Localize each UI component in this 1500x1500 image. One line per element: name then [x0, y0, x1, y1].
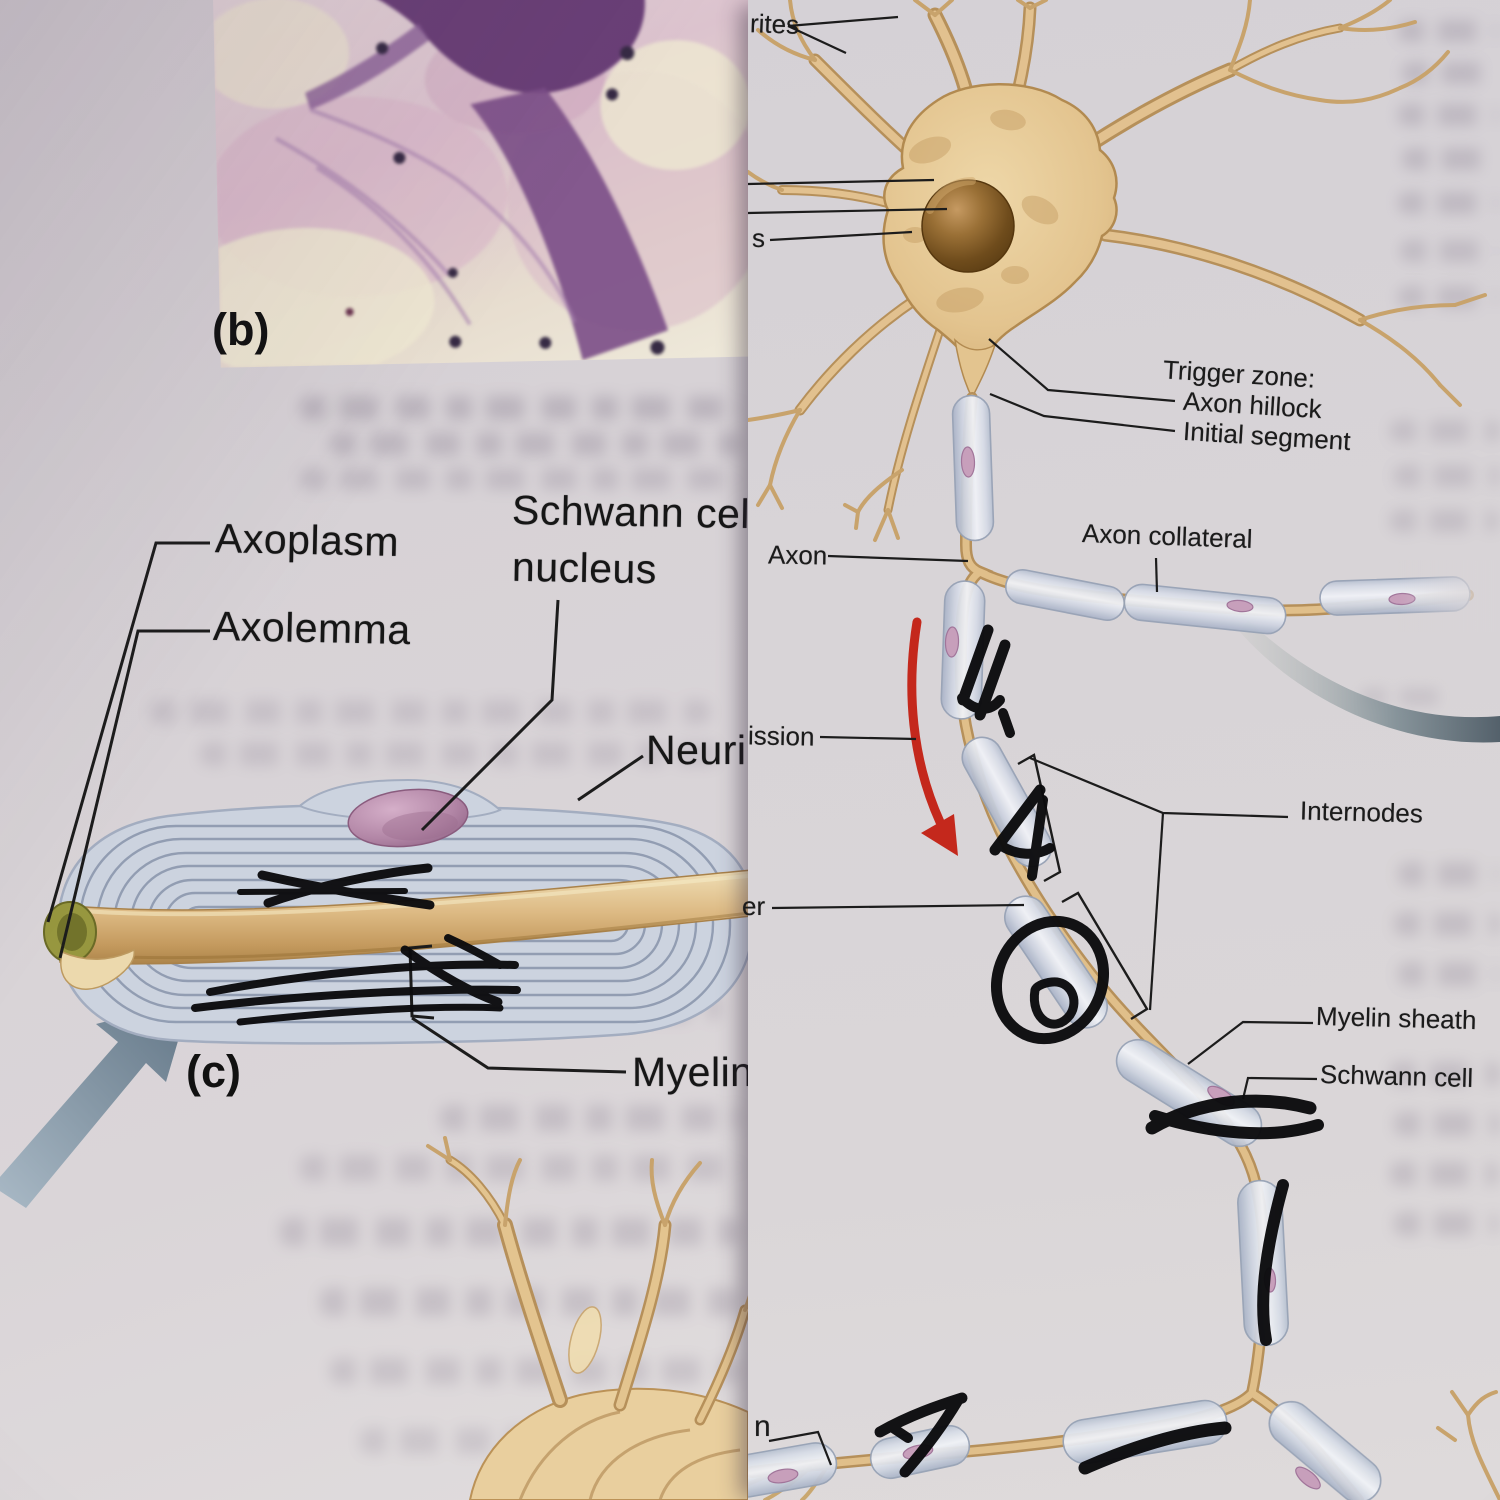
label-schwann-cell-nucleus-2: nucleus [511, 543, 658, 593]
leader-lines-left [46, 541, 644, 1074]
impulse-direction-arrow [907, 617, 958, 856]
label-nucleolus-cut: s [752, 223, 765, 253]
label-axolemma: Axolemma [212, 602, 412, 654]
dendrites [748, 0, 1487, 542]
label-node-of-ranvier-cut: er [742, 891, 766, 921]
label-unlabeled-cut: n [754, 1410, 771, 1443]
neuron-diagram-art [748, 0, 1500, 1500]
bracket [408, 944, 435, 1020]
axon-tube [43, 869, 753, 990]
myelin-capsules [748, 394, 1471, 1500]
schwann-nucleus [347, 788, 469, 848]
label-schwann-cell: Schwann cell [1319, 1059, 1474, 1094]
label-axoplasm: Axoplasm [214, 515, 400, 565]
label-internodes: Internodes [1299, 795, 1424, 829]
left-page: (b) Axoplasm Axolemma Schwann cel nucleu… [0, 0, 770, 1500]
axon-path [748, 392, 1500, 1500]
bracket [1017, 753, 1149, 1021]
panel-c-art [0, 541, 756, 1500]
bottom-neuron [426, 1136, 756, 1500]
panel-b-tag: (b) [212, 304, 270, 355]
leader-lines-right [748, 15, 1318, 1466]
right-page: rites s Trigger zone: Axon hillock Initi… [742, 0, 1500, 1500]
page-ribbon [1240, 620, 1500, 743]
label-schwann-cell-nucleus-1: Schwann cel [511, 486, 751, 538]
label-axon-collateral: Axon collateral [1081, 518, 1254, 554]
pen-scribble [191, 863, 521, 1026]
micrograph-art [213, 0, 768, 368]
micrograph-photo [213, 0, 770, 368]
axolemma-flap [60, 948, 135, 990]
label-myelin-sheath: Myelin sheath [1315, 1000, 1477, 1036]
cell-body [882, 83, 1118, 400]
panel-c-tag: (c) [186, 1046, 241, 1097]
pointer-arrow-steel [0, 1000, 190, 1208]
axon-hillock [953, 337, 997, 400]
label-neurilemma-cut: Neuril [646, 727, 757, 773]
label-dendrites-cut: rites [749, 8, 800, 40]
label-myelin-cut: Myelin [632, 1049, 754, 1095]
label-impulse-transmission-cut: ission [747, 720, 815, 752]
label-axon: Axon [767, 539, 828, 571]
pen-scribble [874, 624, 1324, 1478]
corner-twig [1436, 1390, 1500, 1500]
micrograph-nuclei-dots [376, 42, 665, 355]
